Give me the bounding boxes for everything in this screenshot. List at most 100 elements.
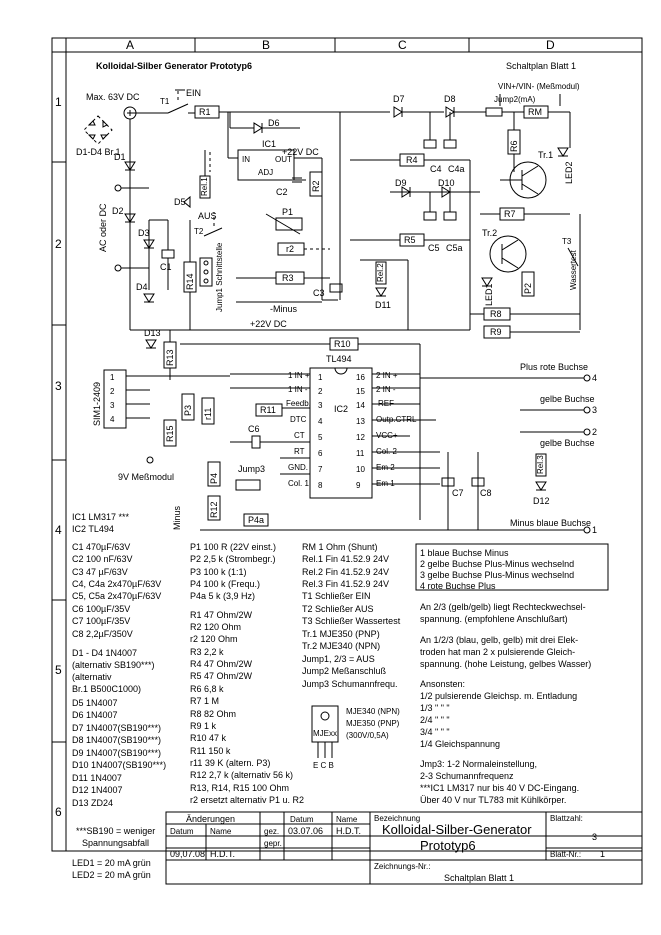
v9-label: 9V Meßmodul bbox=[118, 472, 174, 482]
footnotes: ***SB190 = weniger Spannungsabfall LED1 … bbox=[72, 826, 155, 880]
svg-text:P2 2,5 k (Strombegr.): P2 2,5 k (Strombegr.) bbox=[190, 554, 276, 564]
svg-text:3: 3 bbox=[592, 832, 597, 842]
plus-red-label: Plus rote Buchse bbox=[520, 362, 588, 372]
svg-text:An 2/3 (gelb/gelb) liegt Recht: An 2/3 (gelb/gelb) liegt Rechteckwechsel… bbox=[420, 602, 586, 612]
svg-text:Jump3 Schumannfrequ.: Jump3 Schumannfrequ. bbox=[302, 679, 398, 689]
svg-text:T1 Schließer EIN: T1 Schließer EIN bbox=[302, 591, 371, 601]
ic2-tl494 bbox=[309, 367, 373, 499]
svg-text:2 IN +: 2 IN + bbox=[376, 371, 398, 380]
svg-text:Blattzahl:: Blattzahl: bbox=[550, 814, 583, 823]
bridge-rectifier-icon bbox=[83, 115, 113, 145]
ein-label: EIN bbox=[186, 88, 201, 98]
minus-vertical-label: Minus bbox=[172, 505, 182, 530]
svg-text:4: 4 bbox=[110, 415, 115, 424]
svg-text:5: 5 bbox=[318, 433, 323, 442]
t2-label: T2 bbox=[194, 227, 204, 236]
d8-label: D8 bbox=[444, 94, 456, 104]
parts-list-right: RM 1 Ohm (Shunt) Rel.1 Fin 41.52.9 24V R… bbox=[302, 542, 401, 689]
r1-label: R1 bbox=[199, 107, 211, 117]
svg-text:C8 2,2µF/350V: C8 2,2µF/350V bbox=[72, 629, 133, 639]
ac-dc-label: AC oder DC bbox=[98, 203, 108, 252]
svg-text:Jump1, 2/3 = AUS: Jump1, 2/3 = AUS bbox=[302, 654, 375, 664]
changes-label: Änderungen bbox=[186, 814, 235, 824]
svg-text:r2: r2 bbox=[286, 244, 294, 254]
svg-text:LED1 = 20 mA grün: LED1 = 20 mA grün bbox=[72, 858, 151, 868]
svg-text:Zeichnungs-Nr.:: Zeichnungs-Nr.: bbox=[374, 862, 430, 871]
svg-text:Br.1 B500C1000): Br.1 B500C1000) bbox=[72, 684, 141, 694]
svg-text:Feedb.: Feedb. bbox=[286, 399, 311, 408]
svg-text:RM: RM bbox=[528, 107, 542, 117]
svg-text:H.D.T.: H.D.T. bbox=[336, 826, 361, 836]
minus-blue-label: Minus blaue Buchse bbox=[510, 518, 591, 528]
svg-text:3: 3 bbox=[592, 405, 597, 415]
c4a-capacitor bbox=[443, 139, 457, 149]
jump2-label: Jump2(mA) bbox=[494, 95, 536, 104]
svg-text:Tr.2 MJE340 (NPN): Tr.2 MJE340 (NPN) bbox=[302, 641, 380, 651]
row-label-4: 4 bbox=[55, 523, 62, 537]
svg-text:C5: C5 bbox=[428, 243, 440, 253]
diode-d3: D3 bbox=[138, 220, 155, 290]
svg-text:3 gelbe Buchse Plus-Minus wech: 3 gelbe Buchse Plus-Minus wechselnd bbox=[420, 570, 574, 580]
svg-text:spannung. (empfohlene Anschluß: spannung. (empfohlene Anschlußart) bbox=[420, 614, 568, 624]
svg-text:R8 82 Ohm: R8 82 Ohm bbox=[190, 709, 236, 719]
notes-box: 1 blaue Buchse Minus 2 gelbe Buchse Plus… bbox=[415, 543, 609, 805]
regulator-section: IC1 IN OUT ADJ +22V DC R2 C2 P1 r2 R3 C3… bbox=[174, 112, 343, 330]
svg-text:Rel.3: Rel.3 bbox=[536, 455, 545, 474]
svg-text:1/2 pulsierende Gleichsp. m. E: 1/2 pulsierende Gleichsp. m. Entladung bbox=[420, 691, 577, 701]
svg-text:Name: Name bbox=[210, 827, 232, 836]
t3-label: T3 bbox=[562, 237, 572, 246]
svg-text:10: 10 bbox=[356, 465, 365, 474]
svg-text:MJE340 (NPN): MJE340 (NPN) bbox=[346, 707, 400, 716]
jump3-label: Jump3 bbox=[238, 464, 265, 474]
svg-text:D8 1N4007(SB190***): D8 1N4007(SB190***) bbox=[72, 735, 161, 745]
c2-label: C2 bbox=[276, 187, 288, 197]
svg-text:r2 ersetzt alternativ P1 u. R: r2 ersetzt alternativ P1 u. R2 bbox=[190, 795, 304, 805]
svg-text:Jmp3: 1-2 Normaleinstellung,: Jmp3: 1-2 Normaleinstellung, bbox=[420, 759, 537, 769]
svg-text:r2 120 Ohm: r2 120 Ohm bbox=[190, 634, 238, 644]
tl494-label: TL494 bbox=[326, 354, 352, 364]
relay2-coil bbox=[375, 261, 387, 285]
title-block: Änderungen Datum Name Datum Name gez. ge… bbox=[165, 811, 643, 885]
p3-potentiometer bbox=[181, 393, 195, 421]
col-label-c: C bbox=[398, 38, 407, 52]
svg-text:Blatt-Nr.:: Blatt-Nr.: bbox=[550, 850, 581, 859]
svg-text:gez.: gez. bbox=[264, 827, 279, 836]
svg-text:C6 100µF/35V: C6 100µF/35V bbox=[72, 604, 130, 614]
svg-text:P1 100 R (22V einst.): P1 100 R (22V einst.) bbox=[190, 542, 276, 552]
svg-text:D13 ZD24: D13 ZD24 bbox=[72, 798, 113, 808]
svg-text:P4: P4 bbox=[209, 473, 219, 484]
svg-text:2/4 " ": 2/4 " " " bbox=[420, 715, 450, 725]
svg-text:1/3 " ": 1/3 " " " bbox=[420, 703, 450, 713]
svg-text:C2 100 nF/63V: C2 100 nF/63V bbox=[72, 554, 133, 564]
svg-text:An 1/2/3 (blau, gelb, gelb) mi: An 1/2/3 (blau, gelb, gelb) mit drei Ele… bbox=[420, 635, 578, 645]
svg-text:8: 8 bbox=[318, 481, 323, 490]
svg-text:R1 47 Ohm/2W: R1 47 Ohm/2W bbox=[190, 610, 253, 620]
svg-text:MJE350 (PNP): MJE350 (PNP) bbox=[346, 719, 400, 728]
relay3-coil bbox=[535, 453, 547, 477]
svg-text:DTC: DTC bbox=[290, 415, 307, 424]
svg-text:2-3 Schumannfrequenz: 2-3 Schumannfrequenz bbox=[420, 771, 514, 781]
svg-text:E C B: E C B bbox=[313, 761, 334, 770]
p4-potentiometer bbox=[207, 461, 221, 487]
svg-text:1: 1 bbox=[110, 373, 115, 382]
svg-text:C5, C5a 2x470µF/63V: C5, C5a 2x470µF/63V bbox=[72, 591, 161, 601]
row-label-3: 3 bbox=[55, 379, 62, 393]
svg-text:C4, C4a 2x470µF/63V: C4, C4a 2x470µF/63V bbox=[72, 579, 161, 589]
c5a-capacitor bbox=[443, 211, 457, 221]
c4-capacitor bbox=[423, 139, 437, 149]
svg-text:6: 6 bbox=[318, 449, 323, 458]
led1-icon bbox=[481, 277, 493, 287]
svg-text:R15: R15 bbox=[165, 425, 175, 442]
r15-resistor bbox=[163, 419, 177, 447]
svg-text:Datum: Datum bbox=[170, 827, 194, 836]
sheet-title: Kolloidal-Silber Generator Prototyp6 bbox=[96, 61, 252, 71]
svg-text:C5a: C5a bbox=[446, 243, 463, 253]
svg-text:16: 16 bbox=[356, 373, 365, 382]
svg-text:R5 47 Ohm/2W: R5 47 Ohm/2W bbox=[190, 671, 253, 681]
svg-text:D10 1N4007(SB190***): D10 1N4007(SB190***) bbox=[72, 760, 166, 770]
parts-list-mid: P1 100 R (22V einst.) P2 2,5 k (Strombeg… bbox=[190, 542, 304, 805]
svg-text:spannung. (hohe Leistung, gelb: spannung. (hohe Leistung, gelbes Wasser) bbox=[420, 659, 591, 669]
svg-text:1 IN -: 1 IN - bbox=[288, 385, 308, 394]
d13-label: D13 bbox=[144, 328, 161, 338]
